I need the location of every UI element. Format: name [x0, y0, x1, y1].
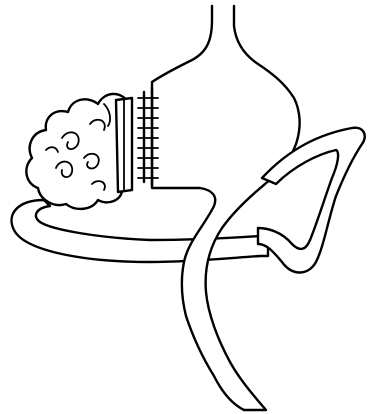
- excluded-stomach: [26, 94, 128, 209]
- gastric-pouch: [152, 6, 300, 410]
- staple-block: [116, 98, 132, 192]
